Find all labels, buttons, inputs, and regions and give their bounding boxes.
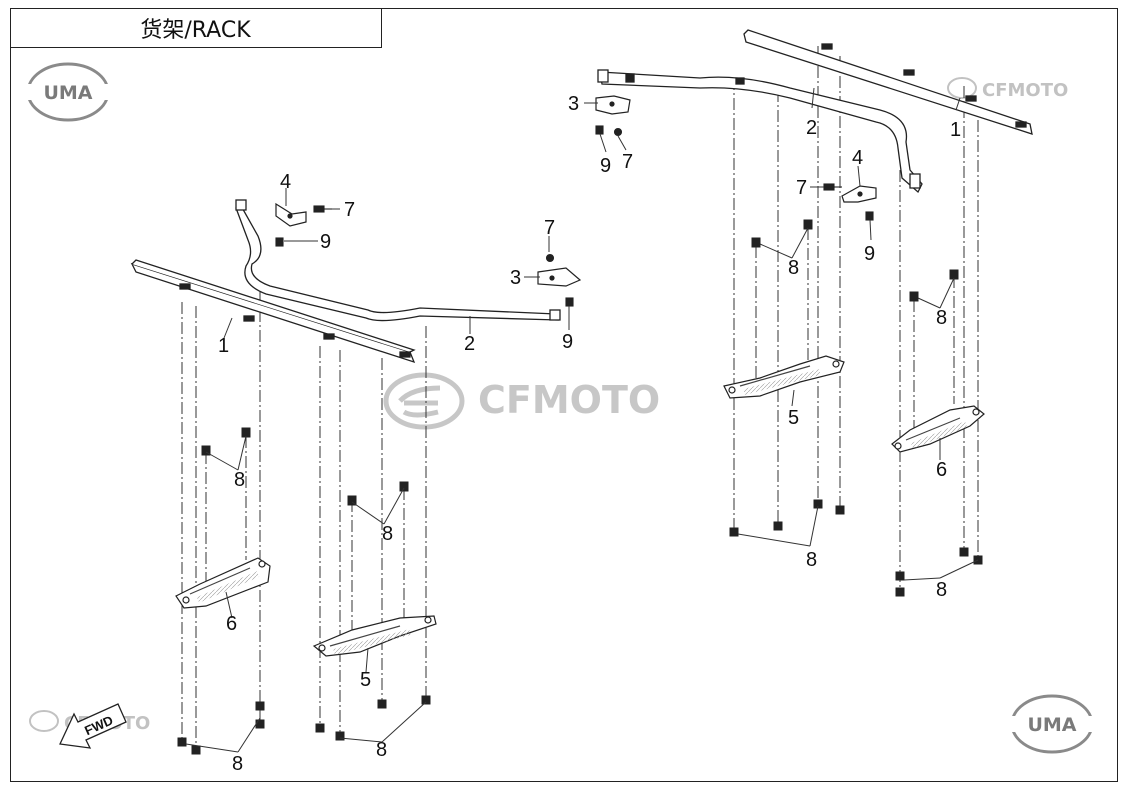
callout-left-bolt-9a: 9 [320,231,331,253]
left-tube-part-2 [235,199,561,322]
right-callouts: 1 2 3 4 7 7 9 9 5 6 8 8 8 8 [568,93,961,601]
callout-right-nut-8b: 8 [936,307,947,329]
callout-left-rail: 1 [218,335,229,357]
svg-text:UMA: UMA [43,82,92,104]
left-bracket-part-3 [537,267,582,287]
right-bracket-part-4 [841,185,877,203]
callout-left-tube: 2 [464,333,475,355]
callout-right-rail: 1 [950,119,961,141]
callout-right-tube: 2 [806,117,817,139]
callout-left-bolt-7a: 7 [344,199,355,221]
callout-left-nut-8a: 8 [234,469,245,491]
right-support-part-5 [723,355,845,399]
callout-right-bracket-4: 4 [852,147,863,169]
cfmoto-watermark-main: CFMOTO [383,372,660,430]
left-callouts: 1 2 3 4 7 7 9 9 6 5 8 8 8 8 [218,171,573,775]
left-bracket-part-4 [275,202,307,227]
uma-logo-bottom-right: UMA [1010,694,1094,754]
callout-right-nut-8a: 8 [788,257,799,279]
fwd-arrow-icon: FWD [59,703,127,749]
callout-right-bracket-3: 3 [568,93,579,115]
callout-right-support-6: 6 [936,459,947,481]
callout-left-support-5: 5 [360,669,371,691]
callout-left-nut-8d: 8 [376,739,387,761]
callout-right-support-5: 5 [788,407,799,429]
callout-right-bolt-9b: 9 [864,243,875,265]
callout-right-bolt-7b: 7 [796,177,807,199]
right-fasteners-part-8 [729,219,983,597]
right-leader-lines [733,46,979,590]
svg-text:UMA: UMA [1027,714,1076,736]
diagram-frame [10,8,1118,782]
left-leader-lines [181,290,427,748]
left-support-part-6 [175,557,271,609]
right-support-part-6 [891,405,985,453]
uma-logo-top-left: UMA [26,62,110,122]
left-fasteners-part-8 [177,427,431,755]
callout-right-bolt-9a: 9 [600,155,611,177]
cfmoto-watermark-top-right: CFMOTO [947,77,1068,101]
callout-right-nut-8d: 8 [936,579,947,601]
page-title: 货架/RACK [10,8,382,48]
right-bolts [595,125,874,221]
callout-left-bolt-9b: 9 [562,331,573,353]
left-bolts [275,205,574,307]
left-rail-part-1 [130,259,416,364]
right-tube-part-2 [597,69,923,194]
callout-left-nut-8b: 8 [382,523,393,545]
callout-right-bolt-7a: 7 [622,151,633,173]
svg-text:CFMOTO: CFMOTO [478,378,660,422]
right-bracket-part-3 [595,95,631,115]
right-rail-part-1 [743,29,1033,135]
callout-right-nut-8c: 8 [806,549,817,571]
right-callout-leaders [584,87,979,581]
callout-left-bracket-3: 3 [510,267,521,289]
callout-left-support-6: 6 [226,613,237,635]
callout-left-bolt-7b: 7 [544,217,555,239]
callout-left-bracket-4: 4 [280,171,291,193]
left-callout-leaders [185,188,570,753]
left-support-part-5 [312,615,437,657]
callout-left-nut-8c: 8 [232,753,243,775]
svg-text:CFMOTO: CFMOTO [982,80,1068,101]
